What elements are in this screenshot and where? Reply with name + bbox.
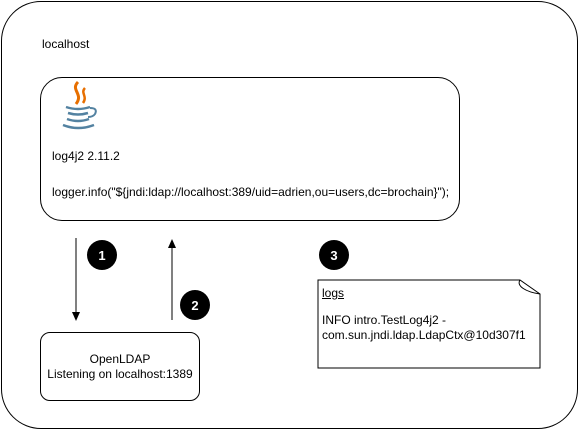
step-badge-1: 1 (87, 240, 117, 270)
logger-call: logger.info("${jndi:ldap://localhost:389… (52, 185, 450, 199)
arrow-up (168, 239, 176, 320)
arrow-down (72, 238, 80, 321)
openldap-box: OpenLDAP Listening on localhost:1389 (40, 332, 200, 401)
logs-note (317, 279, 541, 369)
log4j-version: log4j2 2.11.2 (52, 149, 120, 163)
logs-line-1: INFO intro.TestLog4j2 - (322, 313, 447, 327)
logs-line-2: com.sun.jndi.ldap.LdapCtx@10d307f1 (322, 328, 526, 342)
application-box (40, 77, 460, 221)
step-badge-3: 3 (319, 240, 349, 270)
java-icon (62, 80, 97, 130)
logs-title: logs (322, 286, 345, 300)
localhost-label: localhost (42, 37, 90, 51)
step-badge-2: 2 (180, 290, 210, 320)
openldap-name: OpenLDAP (89, 351, 151, 366)
openldap-status: Listening on localhost:1389 (47, 366, 193, 381)
